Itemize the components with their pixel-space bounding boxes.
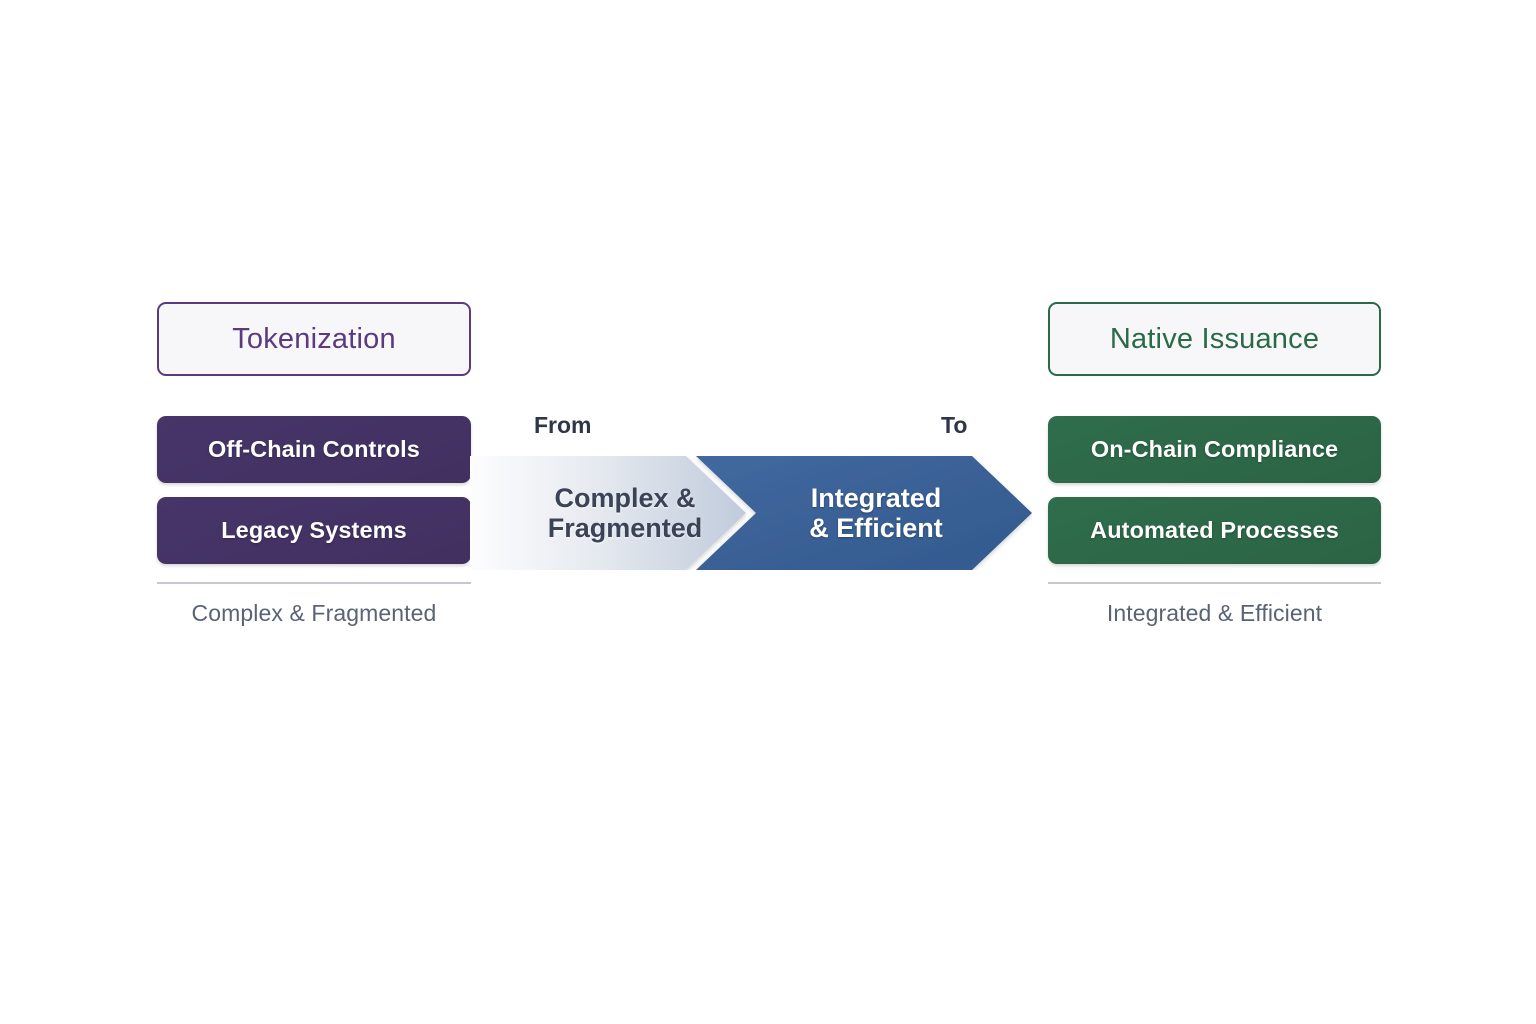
left-caption: Complex & Fragmented: [191, 599, 437, 626]
arrow-segment-to: [696, 456, 1032, 570]
left-divider: [157, 582, 471, 584]
left-chip-legacy-systems[interactable]: Legacy Systems: [157, 497, 471, 564]
right-column: Native Issuance On-Chain Compliance Auto…: [1048, 302, 1381, 627]
transition-arrow[interactable]: Complex & Fragmented Integrated & Effici…: [470, 456, 1032, 570]
right-chip-automated-processes[interactable]: Automated Processes: [1048, 497, 1381, 564]
right-chip-on-chain-compliance[interactable]: On-Chain Compliance: [1048, 416, 1381, 483]
right-divider: [1048, 582, 1381, 584]
left-column: Tokenization Off-Chain Controls Legacy S…: [157, 302, 471, 627]
right-panel-header[interactable]: Native Issuance: [1048, 302, 1381, 376]
right-caption: Integrated & Efficient: [1106, 599, 1323, 626]
to-tag-label: To: [941, 412, 968, 438]
arrow-shape-svg: [470, 456, 1032, 570]
from-tag-label: From: [534, 412, 592, 438]
left-chip-off-chain-controls[interactable]: Off-Chain Controls: [157, 416, 471, 483]
left-panel-header[interactable]: Tokenization: [157, 302, 471, 376]
arrow-segment-from: [470, 456, 746, 570]
